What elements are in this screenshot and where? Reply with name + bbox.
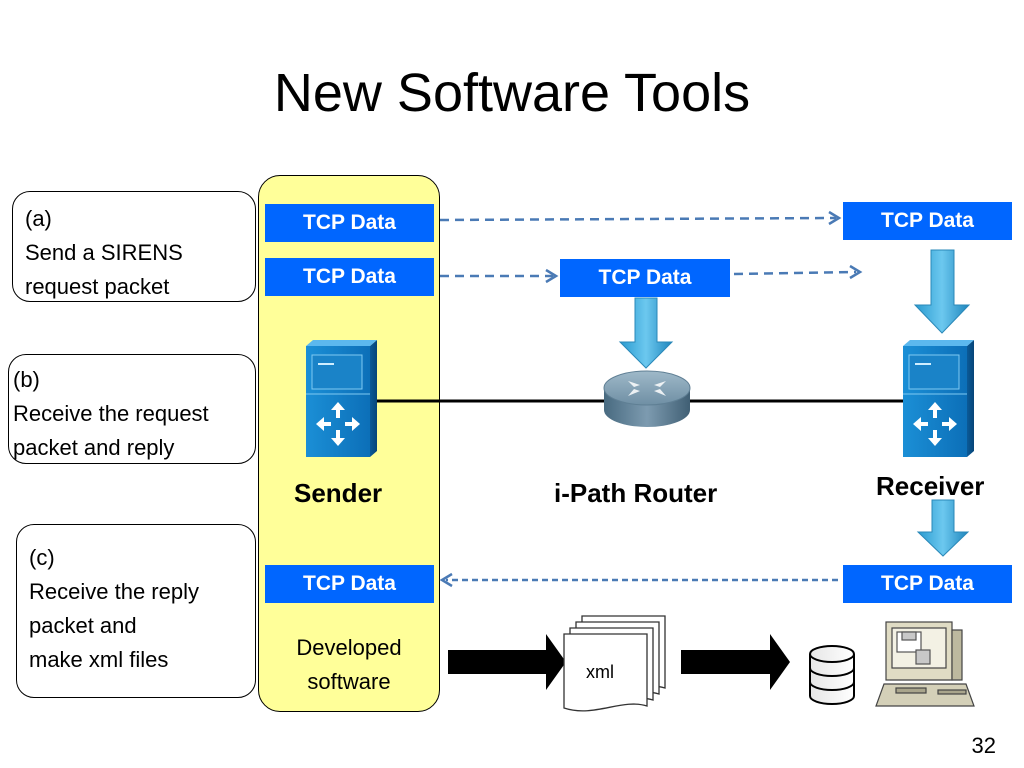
- arrowhead-icon: [545, 268, 559, 284]
- note-a-line-2: Send a SIRENS: [25, 240, 183, 265]
- tcp-packet-receiver-bottom: TCP Data: [843, 565, 1012, 603]
- note-b: (b) Receive the request packet and reply: [8, 354, 256, 464]
- arrowhead-icon: [849, 264, 863, 280]
- note-b-line-2: Receive the request: [13, 401, 209, 426]
- tcp-packet-receiver-top: TCP Data: [843, 202, 1012, 240]
- note-c-line-2: Receive the reply: [29, 579, 199, 604]
- down-arrow-icon: [916, 499, 970, 557]
- slide-title: New Software Tools: [273, 63, 751, 123]
- process-arrow-icon: [448, 634, 566, 690]
- dashed-arrow-router-onward: [733, 270, 857, 276]
- xml-documents-icon: [563, 615, 666, 712]
- developed-software-label: Developed software: [258, 631, 440, 699]
- router-label: i-Path Router: [554, 478, 718, 508]
- dashed-arrow-sender-to-receiver: [439, 216, 837, 222]
- note-a-line-3: request packet: [25, 274, 170, 299]
- sender-server-icon: [306, 340, 377, 457]
- tcp-packet-sender-bottom: TCP Data: [265, 565, 434, 603]
- down-arrow-icon: [913, 249, 971, 334]
- xml-label: xml: [586, 662, 614, 682]
- process-arrow-icon: [681, 634, 790, 690]
- note-a: (a) Send a SIRENS request packet: [12, 191, 256, 302]
- tcp-packet-router: TCP Data: [560, 259, 730, 297]
- receiver-server-icon: [903, 340, 974, 457]
- computer-icon: [875, 621, 975, 707]
- note-c-line-1: (c): [29, 545, 55, 570]
- note-a-line-1: (a): [25, 206, 52, 231]
- arrowhead-icon: [439, 572, 453, 588]
- arrowhead-icon: [828, 210, 842, 226]
- page-number: 32: [971, 733, 996, 758]
- developed-software-line-1: Developed: [296, 635, 402, 660]
- tcp-packet-sender-second: TCP Data: [265, 258, 434, 296]
- note-c-line-4: make xml files: [29, 647, 169, 672]
- tcp-packet-sender-top: TCP Data: [265, 204, 434, 242]
- note-c-line-3: packet and: [29, 613, 137, 638]
- database-icon: [809, 645, 855, 705]
- receiver-label: Receiver: [876, 471, 985, 501]
- developed-software-line-2: software: [307, 669, 391, 694]
- note-b-line-1: (b): [13, 367, 40, 392]
- down-arrow-icon: [618, 297, 674, 369]
- router-icon: [603, 370, 691, 427]
- sender-label: Sender: [294, 478, 383, 508]
- note-b-line-3: packet and reply: [13, 435, 175, 460]
- note-c: (c) Receive the reply packet and make xm…: [16, 524, 256, 698]
